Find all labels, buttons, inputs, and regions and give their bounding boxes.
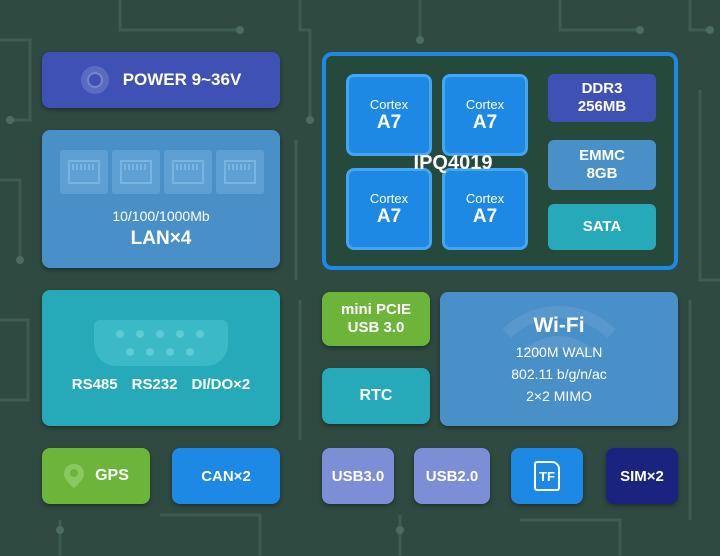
ddr-type: DDR3 bbox=[581, 80, 623, 97]
mini-pcie-label: mini PCIE bbox=[340, 301, 411, 318]
ethernet-ports bbox=[60, 150, 264, 196]
wifi-speed: 1200M WALN bbox=[515, 344, 603, 360]
rtc-label: RTC bbox=[359, 387, 393, 404]
core-model: A7 bbox=[472, 111, 498, 133]
emmc-type: EMMC bbox=[579, 147, 625, 164]
emmc-size: 8GB bbox=[586, 165, 618, 182]
serial-block: RS485 RS232 DI/DO×2 bbox=[42, 290, 280, 426]
ethernet-port-icon bbox=[216, 150, 264, 194]
usb3-label: USB3.0 bbox=[331, 467, 385, 485]
chip-name: IPQ4019 bbox=[413, 152, 493, 174]
sd-card-icon: TF bbox=[534, 461, 560, 491]
cpu-block: Cortex A7 Cortex A7 Cortex A7 Cortex A7 … bbox=[322, 52, 678, 270]
rs485-label: RS485 bbox=[71, 376, 118, 393]
core-model: A7 bbox=[376, 205, 402, 227]
ddr-block: DDR3 256MB bbox=[548, 74, 656, 122]
tf-label: TF bbox=[539, 468, 555, 484]
ddr-size: 256MB bbox=[577, 98, 627, 115]
mini-pcie-usb: USB 3.0 bbox=[347, 319, 405, 336]
ethernet-port-icon bbox=[164, 150, 212, 194]
wifi-mimo: 2×2 MIMO bbox=[526, 388, 592, 404]
dido-label: DI/DO×2 bbox=[191, 376, 251, 393]
usb2-block: USB2.0 bbox=[414, 448, 490, 504]
wifi-title: Wi-Fi bbox=[533, 314, 585, 337]
usb3-block: USB3.0 bbox=[322, 448, 394, 504]
rs232-label: RS232 bbox=[131, 376, 178, 393]
emmc-block: EMMC 8GB bbox=[548, 140, 656, 190]
cpu-core: Cortex A7 bbox=[346, 168, 432, 250]
ethernet-port-icon bbox=[60, 150, 108, 194]
power-label: POWER 9~36V bbox=[122, 70, 242, 89]
mini-pcie-block: mini PCIE USB 3.0 bbox=[322, 292, 430, 346]
wifi-block: Wi-Fi 1200M WALN 802.11 b/g/n/ac 2×2 MIM… bbox=[440, 292, 678, 426]
core-vendor: Cortex bbox=[465, 190, 505, 206]
sim-block: SIM×2 bbox=[606, 448, 678, 504]
db9-connector-icon bbox=[94, 320, 228, 366]
lan-block: 10/100/1000Mb LAN×4 bbox=[42, 130, 280, 268]
gps-block: GPS bbox=[42, 448, 150, 504]
cpu-core: Cortex A7 bbox=[442, 74, 528, 156]
usb2-label: USB2.0 bbox=[425, 467, 479, 485]
core-model: A7 bbox=[376, 111, 402, 133]
sim-label: SIM×2 bbox=[620, 467, 664, 485]
ethernet-port-icon bbox=[112, 150, 160, 194]
rtc-block: RTC bbox=[322, 368, 430, 424]
cpu-core: Cortex A7 bbox=[346, 74, 432, 156]
sata-label: SATA bbox=[582, 218, 622, 235]
lan-title: LAN×4 bbox=[130, 228, 192, 249]
power-block: POWER 9~36V bbox=[42, 52, 280, 108]
can-block: CAN×2 bbox=[172, 448, 280, 504]
gps-label: GPS bbox=[95, 467, 129, 484]
core-vendor: Cortex bbox=[369, 96, 409, 112]
lan-speed: 10/100/1000Mb bbox=[112, 208, 210, 224]
tf-block: TF bbox=[511, 448, 583, 504]
core-model: A7 bbox=[472, 205, 498, 227]
wifi-standard: 802.11 b/g/n/ac bbox=[511, 366, 607, 382]
core-vendor: Cortex bbox=[465, 96, 505, 112]
core-vendor: Cortex bbox=[369, 190, 409, 206]
power-jack-icon bbox=[80, 66, 109, 94]
sata-block: SATA bbox=[548, 204, 656, 250]
cpu-core: Cortex A7 bbox=[442, 168, 528, 250]
location-pin-icon bbox=[64, 464, 85, 488]
can-label: CAN×2 bbox=[201, 467, 251, 485]
